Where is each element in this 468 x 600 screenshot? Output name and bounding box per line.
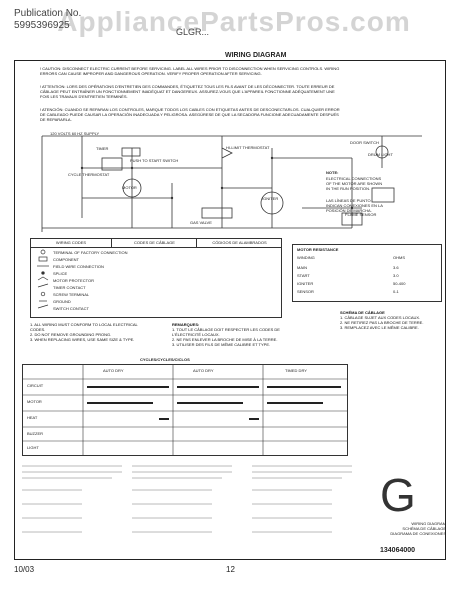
legend-symbols: [37, 249, 49, 309]
note-header: NOTE:: [326, 170, 339, 175]
note-text-es: LAS LÍNEAS DE PUNTO INDICAN CONEXIONES E…: [326, 198, 383, 213]
notes-right: SCHÉMA DE CÂBLAGE 1. CÂBLAGE SUJET AUX C…: [340, 310, 440, 330]
resistance-cell: 3.6: [393, 265, 399, 270]
legend-row: GROUND: [53, 299, 71, 304]
label-push-to-start: PUSH TO START SWITCH: [130, 158, 179, 163]
note-item: 3. WHEN REPLACING WIRES, USE SAME SIZE &…: [30, 337, 135, 342]
note-item: 1. ALL WIRING MUST CONFORM TO LOCAL ELEC…: [30, 322, 138, 332]
resistance-header-winding: WINDING: [297, 255, 315, 260]
label-door-switch: DOOR SWITCH: [350, 140, 379, 145]
caution-fr: ! ATTENTION: LORS DES OPÉRATIONS D'ENTRE…: [40, 84, 335, 99]
diagram-frame: [14, 60, 446, 560]
footer-title-es: DIAGRAMA DE CONEXIONES: [390, 531, 446, 536]
cycle-row-label: BUZZER: [27, 431, 43, 436]
resistance-cell: MAIN: [297, 265, 307, 270]
footer-title-block: WIRING DIAGRAM SCHÉMA DE CÂBLAGE DIAGRAM…: [368, 521, 446, 536]
cycle-chart-grid: [23, 365, 347, 455]
page-number: 12: [226, 565, 235, 574]
resistance-cell: 3.0: [393, 273, 399, 278]
legend-header-es: CÓDIGOS DE ALAMBRADOS: [196, 239, 282, 248]
label-timer: TIMER: [96, 146, 109, 151]
legend-row: SWITCH CONTACT: [53, 306, 89, 311]
legend-row: MOTOR PROTECTOR: [53, 278, 94, 283]
resistance-cell: SENSOR: [297, 289, 314, 294]
cycle-chart: AUTO DRY AUTO DRY TIMED DRY CIRCUIT MOTO…: [22, 364, 348, 456]
legend-row: TERMINAL OF FACTORY CONNECTION: [53, 250, 128, 255]
notes-left: 1. ALL WIRING MUST CONFORM TO LOCAL ELEC…: [30, 322, 140, 342]
label-cycle-thermostat: CYCLE THERMOSTAT: [68, 172, 110, 177]
cycle-section: TIMED DRY: [285, 368, 307, 373]
resistance-header-ohms: OHMS: [393, 255, 405, 260]
watermark: AppliancePartsPros.com: [57, 6, 411, 37]
caution-es: ! ATENCIÓN: CUANDO SE REPARAN LOS CONTRO…: [40, 107, 340, 122]
cycle-row-label: LIGHT: [27, 445, 39, 450]
note-item: 2. NE PAS ENLEVER LA BROCHE DE MISE À LA…: [172, 337, 278, 342]
resistance-title: MOTOR RESISTANCE: [297, 247, 339, 252]
legend-header-en: WIRING CODES: [31, 239, 111, 248]
legend-row: FIELD WIRE CONNECTION: [53, 264, 104, 269]
footer-title-fr: SCHÉMA DE CÂBLAGE: [402, 526, 446, 531]
legend-row: TIMER CONTACT: [53, 285, 86, 290]
notes-right-header: SCHÉMA DE CÂBLAGE: [340, 310, 385, 315]
label-supply: 120 VOLTS 60 HZ SUPPLY: [50, 131, 100, 136]
legend-row: COMPONENT: [53, 257, 79, 262]
resistance-cell: IGNITER: [297, 281, 314, 286]
resistance-table: MOTOR RESISTANCE WINDING OHMS MAIN 3.6 S…: [292, 244, 442, 302]
resistance-cell: 50-400: [393, 281, 406, 286]
footer-title-en: WIRING DIAGRAM: [411, 521, 446, 526]
wiring-legend: WIRING CODES CODES DE CÂBLAGE CÓDIGOS DE…: [30, 238, 282, 318]
resistance-cell: START: [297, 273, 310, 278]
note-item: 2. DO NOT REMOVE GROUNDING PRONG.: [30, 332, 112, 337]
notes-middle: REMARQUES: 1. TOUT LE CÂBLAGE DOIT RESPE…: [172, 322, 282, 347]
note-item: 3. UTILISER DES FILS DE MÊME CALIBRE ET …: [172, 342, 271, 347]
label-sensor: FLAME SENSOR: [345, 212, 377, 217]
cycle-chart-title: CYCLES/CYCLES/CICLOS: [140, 357, 190, 362]
caution-en: ! CAUTION: DISCONNECT ELECTRIC CURRENT B…: [40, 66, 340, 76]
note-item: 1. TOUT LE CÂBLAGE DOIT RESPECTER LES CO…: [172, 327, 280, 337]
cycle-row-label: CIRCUIT: [27, 383, 44, 388]
label-igniter: IGNITER: [262, 196, 279, 201]
legend-row: SCREW TERMINAL: [53, 292, 90, 297]
label-gas-valve: GAS VALVE: [190, 220, 212, 225]
cycle-section: AUTO DRY: [193, 368, 214, 373]
page-heading: WIRING DIAGRAM: [225, 52, 287, 59]
label-motor: MOTOR: [122, 185, 137, 190]
resistance-cell: 0-1: [393, 289, 399, 294]
label-hi-limit: HI-LIMIT THERMOSTAT: [226, 145, 270, 150]
model-number: GLGR...: [176, 27, 210, 37]
label-drum-light: DRUM LIGHT: [368, 152, 393, 157]
cycle-section: AUTO DRY: [103, 368, 124, 373]
cycle-row-label: HEAT: [27, 415, 38, 420]
diagram-letter: G: [380, 469, 416, 521]
notes-middle-header: REMARQUES:: [172, 322, 200, 327]
publication-number: 5995396925: [14, 20, 70, 31]
footnote-lines: [22, 465, 352, 533]
legend-row: SPLICE: [53, 271, 68, 276]
cycle-row-label: MOTOR: [27, 399, 42, 404]
note-item: 2. NE RETIREZ PAS LA BROCHE DE TERRE.: [340, 320, 424, 325]
wiring-schematic: [41, 135, 422, 232]
footer-date: 10/03: [14, 565, 35, 574]
note-text: ELECTRICAL CONNECTIONS OF THE MOTOR ARE …: [326, 176, 383, 191]
legend-header-fr: CODES DE CÂBLAGE: [111, 239, 197, 248]
part-number: 134064000: [380, 547, 416, 554]
note-item: 1. CÂBLAGE SUJET AUX CODES LOCAUX.: [340, 315, 421, 320]
publication-label: Publication No.: [14, 8, 82, 19]
note-item: 3. REMPLACEZ AVEC LE MÊME CALIBRE.: [340, 325, 419, 330]
